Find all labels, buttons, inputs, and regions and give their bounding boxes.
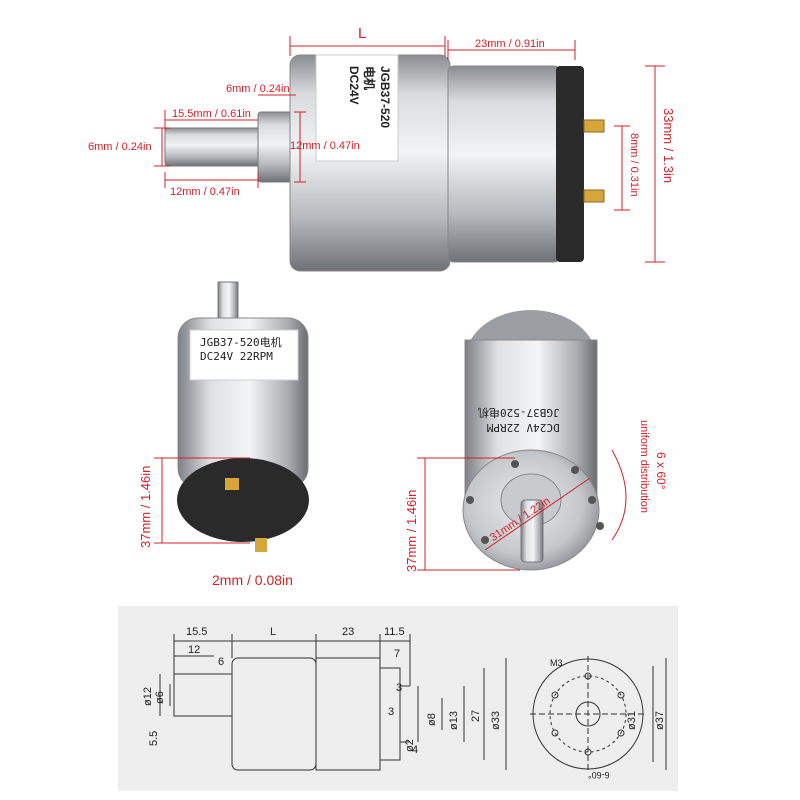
drawing-dim-27: 27 bbox=[470, 709, 482, 722]
top-motor-voltage: DC24V bbox=[347, 66, 361, 105]
left-motor bbox=[177, 281, 309, 552]
drawing-dim-m3: M3 bbox=[550, 658, 563, 668]
dim-collar-length: 12mm / 0.47in bbox=[170, 186, 240, 198]
dim-right-dia: 37mm / 1.46in bbox=[404, 489, 419, 572]
dim-terminal-width: 2mm / 0.08in bbox=[212, 572, 293, 588]
drawing-dim-d33: ø33 bbox=[490, 711, 502, 730]
technical-drawing: 15.5 L 23 11.5 12 6 ø12 ø6 5.5 7 3 3 ø8 … bbox=[118, 606, 678, 791]
drawing-dim-5-5: 5.5 bbox=[148, 730, 160, 746]
drawing-dim-d6: ø6 bbox=[154, 691, 166, 704]
dim-shaft-length: 15.5mm / 0.61in bbox=[172, 108, 251, 120]
dim-total-dia: 33mm / 1.3in bbox=[661, 108, 676, 184]
left-motor-label: JGB37-520电机 DC24V 22RPM bbox=[200, 334, 282, 363]
dim-terminal-gap: 8mm / 0.31in bbox=[628, 133, 640, 197]
dim-L: L bbox=[358, 25, 367, 42]
drawing-dim-11-5: 11.5 bbox=[384, 626, 405, 638]
drawing-dim-d37: ø37 bbox=[654, 711, 666, 730]
left-motor-speed: 22RPM bbox=[239, 350, 273, 363]
left-motor-voltage: DC24V bbox=[200, 350, 234, 363]
right-motor bbox=[462, 310, 604, 571]
right-motor-voltage: DC24V bbox=[526, 421, 560, 434]
drawing-dim-6: 6 bbox=[218, 656, 225, 668]
top-motor-label: JGB37-520电机 DC24V bbox=[347, 66, 392, 136]
drawing-dim-3b: 3 bbox=[388, 706, 395, 718]
drawing-dim-23: 23 bbox=[342, 626, 355, 638]
dim-left-dia: 37mm / 1.46in bbox=[138, 465, 153, 548]
dim-shaft-flat: 6mm / 0.24in bbox=[226, 83, 290, 95]
drawing-dim-L: L bbox=[270, 626, 277, 638]
right-motor-model: JGB37-520电机 bbox=[478, 406, 560, 419]
drawing-dim-12: 12 bbox=[188, 644, 201, 656]
drawing-dim-d12: ø12 bbox=[142, 687, 154, 706]
drawing-lines bbox=[159, 634, 667, 772]
product-photos bbox=[154, 36, 665, 571]
drawing-dim-d31: ø31 bbox=[626, 711, 638, 730]
dimension-lines bbox=[154, 36, 665, 571]
dim-gearbox: 23mm / 0.91in bbox=[475, 38, 545, 50]
right-motor-label: DC24V 22RPM JGB37-520电机 bbox=[478, 405, 560, 434]
top-motor-model: JGB37-520电机 bbox=[362, 66, 392, 129]
dim-shaft-dia: 6mm / 0.24in bbox=[88, 141, 152, 153]
dim-holes: 6 x 60° bbox=[654, 452, 668, 490]
dim-collar-dia: 12mm / 0.47in bbox=[290, 140, 360, 152]
drawing-dim-d8: ø8 bbox=[426, 713, 438, 726]
top-motor bbox=[164, 54, 605, 272]
drawing-dim-deg: 6-60° bbox=[588, 770, 610, 780]
drawing-dim-7: 7 bbox=[394, 648, 401, 660]
drawing-dim-4: 4 bbox=[412, 744, 419, 756]
left-motor-model: JGB37-520电机 bbox=[200, 336, 282, 349]
drawing-dim-15-5: 15.5 bbox=[186, 626, 208, 638]
dim-holes-note: uniform distribution bbox=[638, 420, 650, 513]
right-motor-speed: 22RPM bbox=[486, 421, 520, 434]
drawing-dim-d13: ø13 bbox=[448, 711, 460, 730]
drawing-dim-3a: 3 bbox=[396, 682, 403, 694]
